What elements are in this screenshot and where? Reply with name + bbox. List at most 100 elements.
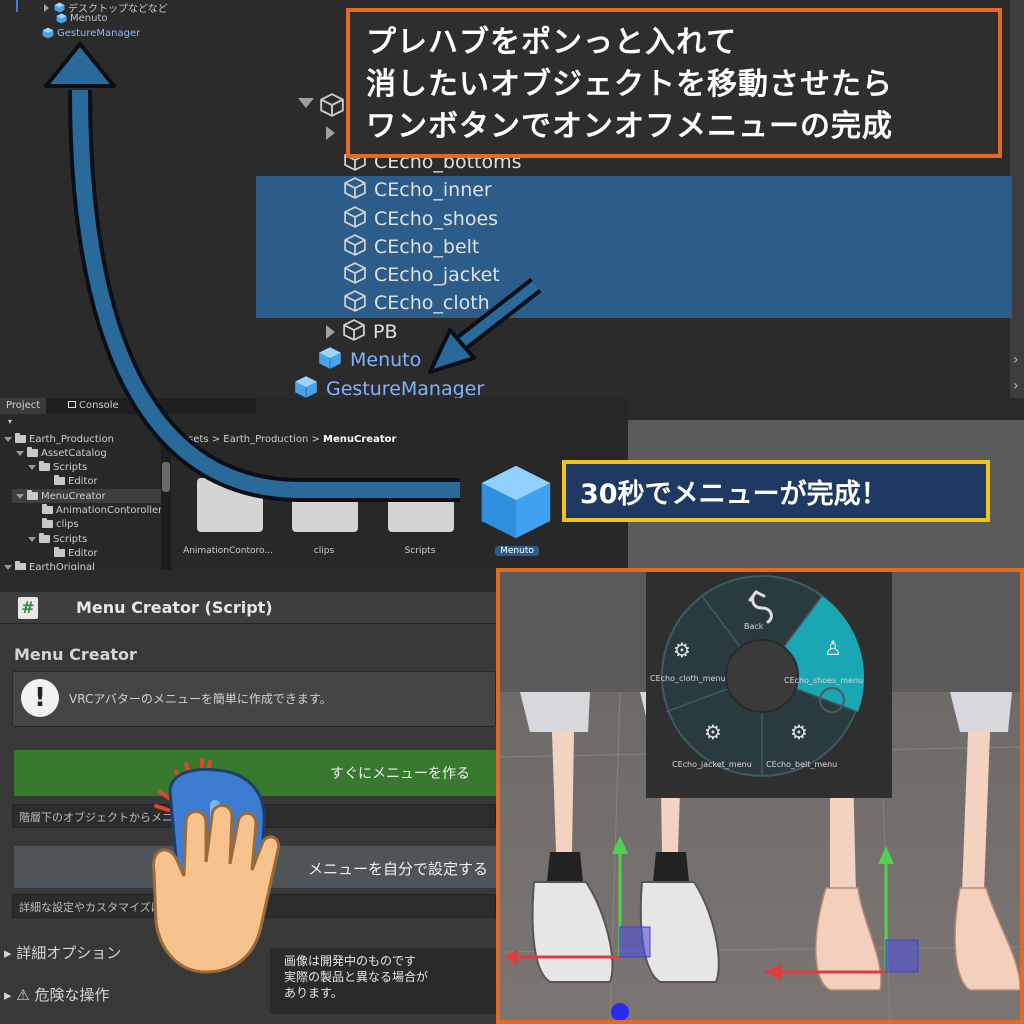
gameobject-cube-icon <box>344 289 366 317</box>
expand-arrow-icon[interactable] <box>28 536 36 542</box>
project-tabs: Project Console <box>0 398 256 414</box>
tab-console[interactable]: Console <box>62 398 125 414</box>
hierarchy-row[interactable]: CEcho_jacket <box>344 261 1024 289</box>
expand-arrow-icon[interactable] <box>16 450 24 456</box>
breadcrumb: Assets > Earth_Production > MenuCreator <box>176 434 396 445</box>
radial-item-jacket[interactable]: CEcho_jacket_menu <box>672 760 752 769</box>
tree-item[interactable]: Scripts <box>28 532 87 546</box>
asset-label: AnimationContoro... <box>183 546 273 556</box>
scene-view[interactable]: Back ⚙ ♙ ⚙ ⚙ CEcho_cloth_menu CEcho_shoe… <box>496 568 1024 1024</box>
tree-item[interactable]: Earth_Production <box>4 432 114 446</box>
expand-arrow-icon[interactable] <box>4 564 12 570</box>
tree-item[interactable]: Editor <box>54 474 98 488</box>
prefab-cube-icon <box>54 2 65 13</box>
belt-toggle-icon[interactable]: ⚙ <box>790 720 808 744</box>
tree-item[interactable]: AssetCatalog <box>16 446 107 460</box>
tree-item[interactable]: Scripts <box>28 460 87 474</box>
tree-item[interactable]: EarthOriginal <box>4 560 95 570</box>
danger-operations-foldout[interactable]: ▸ ⚠ 危険な操作 <box>4 986 110 1004</box>
gameobject-cube-icon <box>344 261 366 289</box>
radial-back-label[interactable]: Back <box>744 622 764 631</box>
feature-callout: プレハブをポンっと入れて 消したいオブジェクトを移動させたら ワンボタンでオンオ… <box>346 8 1002 158</box>
hierarchy-row[interactable]: PB <box>326 318 1024 346</box>
hierarchy-item-gesturemanager-small[interactable]: GestureManager <box>42 27 140 39</box>
gameobject-cube-icon <box>344 233 366 261</box>
expand-arrow-icon[interactable] <box>326 126 335 140</box>
tree-item[interactable]: AnimationContoroller <box>42 503 162 517</box>
selected-rows-highlight <box>256 176 1012 318</box>
expand-arrow-icon[interactable] <box>28 464 36 470</box>
tree-item-label: Earth_Production <box>29 433 115 445</box>
tab-project[interactable]: Project <box>0 398 47 414</box>
radial-item-belt[interactable]: CEcho_belt_menu <box>766 760 838 769</box>
curved-arrow-body <box>72 89 460 498</box>
hierarchy-row[interactable]: CEcho_cloth <box>344 289 1024 317</box>
folder-icon <box>27 447 38 457</box>
scrollbar-thumb[interactable] <box>162 462 170 492</box>
create-dropdown-icon[interactable]: ▾ <box>8 417 13 426</box>
tree-item-label: Scripts <box>53 533 88 545</box>
person-icon[interactable]: ♙ <box>824 636 842 660</box>
expand-arrow-icon[interactable] <box>44 3 49 12</box>
prefab-cube-icon <box>318 346 342 375</box>
hierarchy-item-label: Menuto <box>70 13 108 24</box>
menuto-prefab-asset-icon[interactable] <box>478 462 554 546</box>
radial-item-shoes[interactable]: CEcho_shoes_menu <box>784 676 864 685</box>
script-hash-icon: # <box>18 597 38 619</box>
hierarchy-row-label: Menuto <box>350 349 422 371</box>
scroll-chevron-icon[interactable]: › <box>1013 378 1019 394</box>
transform-gizmo[interactable] <box>500 822 1020 1022</box>
tab-label: Console <box>79 400 119 411</box>
tree-item-selected[interactable]: MenuCreator <box>16 489 106 503</box>
hierarchy-item-desktop[interactable]: デスクトップなどなど <box>44 0 168 15</box>
hierarchy-row-gesturemanager[interactable]: GestureManager <box>294 375 1024 398</box>
tree-item-label: Editor <box>68 475 98 487</box>
asset-label: Scripts <box>404 546 436 556</box>
advanced-options-foldout[interactable]: ▸ 詳細オプション <box>4 944 122 962</box>
tree-item-label: AssetCatalog <box>41 447 107 459</box>
info-helpbox: ! VRCアバターのメニューを簡単に作成できます。 <box>12 671 496 727</box>
hierarchy-item-menuto-small[interactable]: Menuto <box>56 13 108 24</box>
folder-icon <box>54 547 65 557</box>
button-label: すぐにメニューを作る <box>330 766 470 782</box>
info-exclamation-icon: ! <box>21 679 59 717</box>
tree-item[interactable]: Editor <box>54 546 98 560</box>
hierarchy-row[interactable]: CEcho_shoes <box>344 205 1024 233</box>
helpbox-text: VRCアバターのメニューを簡単に作成できます。 <box>69 692 332 706</box>
callout-line: プレハブをポンっと入れて <box>366 25 738 60</box>
folder-icon <box>15 433 26 443</box>
cloth-toggle-icon[interactable]: ⚙ <box>673 638 691 662</box>
note-line: あります。 <box>284 986 343 1000</box>
prefab-cube-icon <box>42 27 54 39</box>
scroll-chevron-icon[interactable]: › <box>1013 352 1019 368</box>
folder-icon <box>27 490 38 500</box>
hierarchy-row-label: CEcho_cloth <box>374 292 490 314</box>
note-line: 実際の製品と異なる場合が <box>284 970 429 984</box>
hierarchy-row[interactable]: CEcho_inner <box>344 176 1024 204</box>
radial-item-cloth[interactable]: CEcho_cloth_menu <box>650 674 726 683</box>
tree-scrollbar[interactable] <box>161 434 171 570</box>
hierarchy-row-label: GestureManager <box>326 378 485 398</box>
tree-item[interactable]: clips <box>42 517 79 531</box>
hierarchy-row-label: CEcho_jacket <box>374 264 500 286</box>
expand-arrow-icon[interactable] <box>16 493 24 499</box>
expand-arrow-icon[interactable] <box>298 98 314 108</box>
hand-click-mouse-icon <box>151 758 281 974</box>
jacket-toggle-icon[interactable]: ⚙ <box>704 720 722 744</box>
radial-expression-menu: Back ⚙ ♙ ⚙ ⚙ CEcho_cloth_menu CEcho_shoe… <box>646 572 892 798</box>
folder-icon <box>42 504 53 514</box>
expand-arrow-icon[interactable] <box>4 436 12 442</box>
hierarchy-row-label: CEcho_shoes <box>374 208 499 230</box>
tab-label: Project <box>6 400 41 411</box>
tree-item-label: Editor <box>68 547 98 559</box>
tree-item-label: Scripts <box>53 461 88 473</box>
hierarchy-row[interactable]: CEcho_belt <box>344 233 1024 261</box>
breadcrumb-path[interactable]: Assets > Earth_Production > <box>176 434 324 445</box>
expand-arrow-icon[interactable] <box>326 325 335 339</box>
breadcrumb-current[interactable]: MenuCreator <box>323 434 397 445</box>
prefab-cube-icon <box>294 375 318 399</box>
component-header[interactable]: # Menu Creator (Script) <box>0 592 496 624</box>
hierarchy-row-menuto[interactable]: Menuto <box>318 346 1024 374</box>
radial-menu-wheel <box>661 575 865 777</box>
